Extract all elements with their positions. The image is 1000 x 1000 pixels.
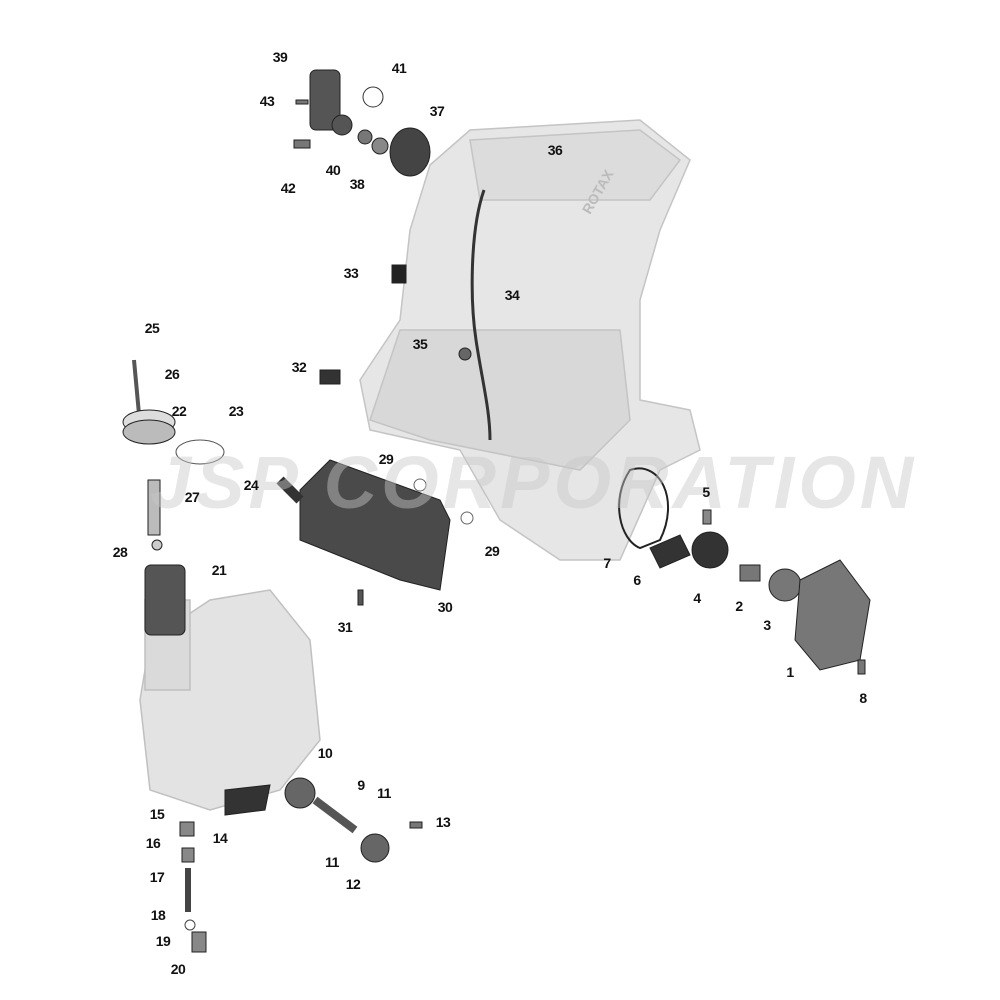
callout-1: 1	[786, 664, 794, 680]
callout-4: 4	[693, 590, 701, 606]
callout-5: 5	[702, 484, 710, 500]
callout-16: 16	[145, 835, 161, 851]
callout-42: 42	[280, 180, 296, 196]
callout-2: 2	[735, 598, 743, 614]
callout-41: 41	[391, 60, 407, 76]
callout-17: 17	[149, 869, 165, 885]
callout-40: 40	[325, 162, 341, 178]
callout-30: 30	[437, 599, 453, 615]
callout-33: 33	[343, 265, 359, 281]
callout-28: 28	[112, 544, 128, 560]
thermostat-housing	[293, 69, 431, 177]
small-parts	[122, 264, 871, 953]
callout-31: 31	[337, 619, 353, 635]
callout-25: 25	[144, 320, 160, 336]
oil-dipstick	[470, 189, 492, 441]
watermark: JSP CORPORATION	[150, 441, 918, 524]
callout-39: 39	[272, 49, 288, 65]
callout-8: 8	[859, 690, 867, 706]
callout-12: 12	[345, 876, 361, 892]
callout-11b: 11	[325, 854, 339, 870]
callout-6: 6	[633, 572, 641, 588]
callout-23: 23	[228, 403, 244, 419]
callout-36: 36	[547, 142, 563, 158]
callout-20: 20	[170, 961, 186, 977]
callout-26: 26	[164, 366, 180, 382]
callout-19: 19	[155, 933, 171, 949]
callout-43: 43	[259, 93, 275, 109]
callout-38: 38	[349, 176, 365, 192]
callout-34: 34	[504, 287, 520, 303]
callout-9: 9	[357, 777, 365, 793]
callout-24: 24	[243, 477, 259, 493]
callout-3: 3	[763, 617, 771, 633]
callout-29: 29	[378, 451, 394, 467]
callout-27: 27	[184, 489, 200, 505]
callout-7: 7	[603, 555, 611, 571]
callout-10: 10	[317, 745, 333, 761]
callout-21: 21	[211, 562, 227, 578]
callout-22: 22	[171, 403, 187, 419]
oil-cooler	[276, 459, 451, 591]
callout-14: 14	[212, 830, 228, 846]
engine-block	[359, 119, 701, 561]
callout-37: 37	[429, 103, 445, 119]
callout-15: 15	[149, 806, 165, 822]
callout-35: 35	[412, 336, 428, 352]
callout-29b: 29	[484, 543, 500, 559]
callout-18: 18	[150, 907, 166, 923]
callout-32: 32	[291, 359, 307, 375]
callout-13: 13	[435, 814, 451, 830]
callout-11: 11	[377, 785, 391, 801]
